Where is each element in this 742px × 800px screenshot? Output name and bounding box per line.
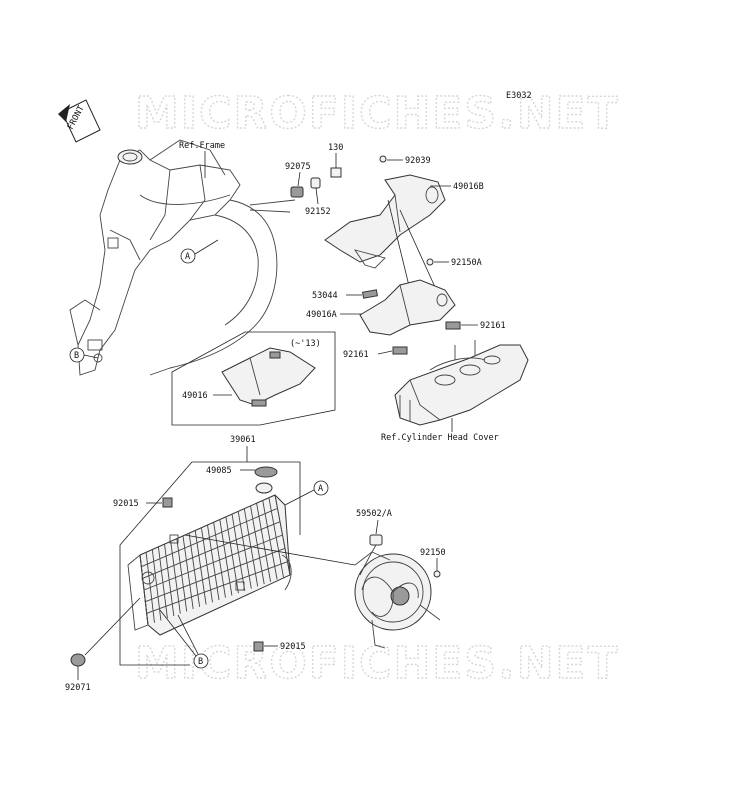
part-59502A-label: 59502/A xyxy=(356,509,392,519)
part-92150 xyxy=(433,570,441,578)
part-49016A xyxy=(359,279,456,336)
part-92039 xyxy=(379,155,387,163)
part-92152 xyxy=(310,177,321,189)
inset-box-49016: (~'13) xyxy=(171,331,336,426)
part-92015-b-label: 92015 xyxy=(280,642,306,652)
callout-a-radiator xyxy=(313,480,329,496)
year-note-label: (~'13) xyxy=(290,339,321,349)
callout-a-frame xyxy=(180,248,196,264)
part-92161-a-label: 92161 xyxy=(480,321,506,331)
callout-b-radiator-text: B xyxy=(198,657,203,667)
part-92161-b-label: 92161 xyxy=(343,350,369,360)
callout-b-frame-text: B xyxy=(74,351,79,361)
frame-illustration xyxy=(69,139,296,376)
part-49016B-label: 49016B xyxy=(453,182,484,192)
front-arrow-icon: FRONT xyxy=(58,99,101,143)
part-92161-b xyxy=(392,346,408,355)
part-53044 xyxy=(362,289,378,299)
part-92039-label: 92039 xyxy=(405,156,431,166)
part-130 xyxy=(330,167,342,178)
radiator-fan-illustration xyxy=(354,534,441,649)
part-53044-label: 53044 xyxy=(312,291,338,301)
part-92161-a xyxy=(445,321,461,330)
part-92071 xyxy=(70,653,86,667)
part-92150-label: 92150 xyxy=(420,548,446,558)
part-92071-label: 92071 xyxy=(65,683,91,693)
part-49016A-label: 49016A xyxy=(306,310,337,320)
part-92152-label: 92152 xyxy=(305,207,331,217)
watermark-top: MICROFICHES.NET xyxy=(135,88,620,139)
diagram-code: E3032 xyxy=(506,91,532,101)
part-130-label: 130 xyxy=(328,143,343,153)
callout-b-radiator xyxy=(193,653,209,669)
part-49016B xyxy=(324,174,446,269)
callout-a-frame-text: A xyxy=(185,252,190,262)
watermark-bottom: MICROFICHES.NET xyxy=(135,638,620,689)
radiator-illustration xyxy=(127,482,292,636)
ref-frame-label: Ref.Frame xyxy=(179,141,225,151)
part-49085 xyxy=(254,466,278,478)
part-92150A xyxy=(426,258,434,266)
part-92015-a xyxy=(162,497,173,508)
part-49085-label: 49085 xyxy=(206,466,232,476)
callout-a-radiator-text: A xyxy=(318,484,323,494)
part-39061-label: 39061 xyxy=(230,435,256,445)
part-49016-label: 49016 xyxy=(182,391,208,401)
part-92075-label: 92075 xyxy=(285,162,311,172)
part-92150A-label: 92150A xyxy=(451,258,482,268)
part-92075 xyxy=(290,186,304,198)
part-92015-a-label: 92015 xyxy=(113,499,139,509)
ref-cylinder-head-cover-label: Ref.Cylinder Head Cover xyxy=(381,433,499,443)
part-92015-b xyxy=(253,641,264,652)
cylinder-head-cover-illustration xyxy=(394,340,529,426)
